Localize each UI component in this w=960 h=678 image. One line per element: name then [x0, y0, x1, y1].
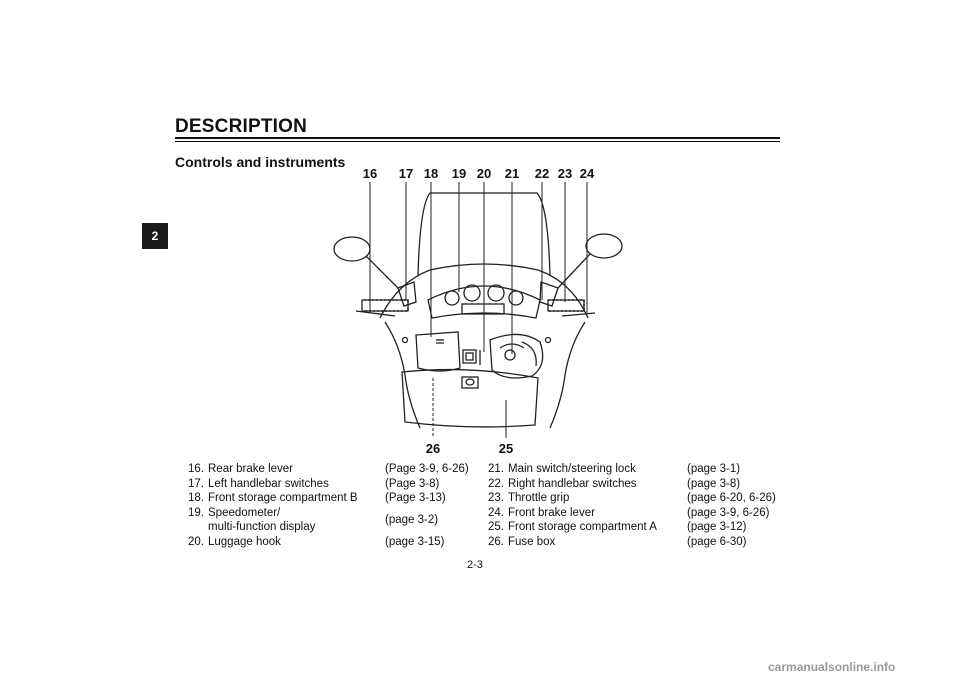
legend-text: Front brake lever	[508, 506, 595, 519]
watermark: carmanualsonline.info	[768, 660, 896, 674]
legend-number: 20.	[188, 535, 204, 548]
legend-page-ref: (Page 3-9, 6-26)	[385, 463, 469, 475]
callout-23: 23	[557, 166, 573, 181]
legend-page-ref: (page 3-9, 6-26)	[687, 506, 770, 519]
callout-20: 20	[476, 166, 492, 181]
legend-text: Main switch/steering lock	[508, 463, 636, 475]
legend-item: 24. Front brake lever (page 3-9, 6-26)	[488, 506, 788, 521]
legend-item: 22. Right handlebar switches (page 3-8)	[488, 477, 788, 492]
legend-text: Luggage hook	[208, 535, 281, 548]
legend-number: 17.	[188, 477, 204, 490]
legend-text: Right handlebar switches	[508, 477, 637, 490]
legend-item: 17. Left handlebar switches (Page 3-8)	[188, 477, 488, 492]
legend-text: Throttle grip	[508, 492, 570, 505]
scooter-controls-diagram	[333, 182, 623, 438]
legend-item: 16. Rear brake lever (Page 3-9, 6-26)	[188, 462, 488, 477]
callout-25: 25	[498, 441, 514, 456]
heading-rule-thin	[175, 141, 780, 142]
chapter-tab: 2	[142, 223, 168, 249]
legend-page-ref: (page 3-2)	[385, 514, 439, 527]
legend-item: 26. Fuse box (page 6-30)	[488, 535, 788, 550]
legend-page-ref: (page 3-8)	[687, 477, 741, 490]
legend-left-column: 16. Rear brake lever (Page 3-9, 6-26) 17…	[188, 462, 488, 550]
legend-number: 18.	[188, 492, 204, 505]
legend-item: 20. Luggage hook (page 3-15)	[188, 535, 488, 550]
page-heading: DESCRIPTION	[175, 116, 308, 137]
legend-right-column: 21. Main switch/steering lock (page 3-1)…	[488, 462, 788, 550]
legend-text: Rear brake lever	[208, 463, 294, 475]
legend-item: 19. Speedometer/ multi-function display …	[188, 506, 488, 535]
legend-page-ref: (page 3-1)	[687, 463, 741, 475]
legend-number: 23.	[488, 492, 504, 505]
callout-17: 17	[398, 166, 414, 181]
callout-19: 19	[451, 166, 467, 181]
legend-page-ref: (Page 3-13)	[385, 492, 446, 505]
legend-number: 24.	[488, 506, 504, 519]
callout-16: 16	[362, 166, 378, 181]
legend-number: 25.	[488, 521, 504, 534]
legend-text: Fuse box	[508, 535, 556, 548]
legend-text: Left handlebar switches	[208, 477, 329, 490]
legend-page-ref: (Page 3-8)	[385, 477, 440, 490]
legend-page-ref: (page 6-30)	[687, 535, 747, 548]
page-number: 2-3	[467, 559, 483, 571]
legend-item: 25. Front storage compartment A (page 3-…	[488, 520, 788, 535]
callout-26: 26	[425, 441, 441, 456]
legend-number: 16.	[188, 463, 204, 475]
legend-number: 26.	[488, 535, 504, 548]
callout-24: 24	[579, 166, 595, 181]
legend-item: 18. Front storage compartment B (Page 3-…	[188, 491, 488, 506]
section-title: Controls and instruments	[175, 154, 346, 170]
callout-21: 21	[504, 166, 520, 181]
callout-18: 18	[423, 166, 439, 181]
legend-text-continued: multi-function display	[208, 521, 316, 534]
legend-page-ref: (page 6-20, 6-26)	[687, 492, 776, 505]
legend-item: 21. Main switch/steering lock (page 3-1)	[488, 462, 788, 477]
legend-text: Speedometer/	[208, 506, 281, 519]
legend-text: Front storage compartment A	[508, 521, 657, 534]
legend-number: 22.	[488, 477, 504, 490]
legend-page-ref: (page 3-15)	[385, 535, 445, 548]
legend-page-ref: (page 3-12)	[687, 521, 747, 534]
legend-item: 23. Throttle grip (page 6-20, 6-26)	[488, 491, 788, 506]
legend-number: 19.	[188, 506, 204, 519]
callout-22: 22	[534, 166, 550, 181]
heading-rule	[175, 137, 780, 139]
legend-text: Front storage compartment B	[208, 492, 358, 505]
legend-number: 21.	[488, 463, 504, 475]
